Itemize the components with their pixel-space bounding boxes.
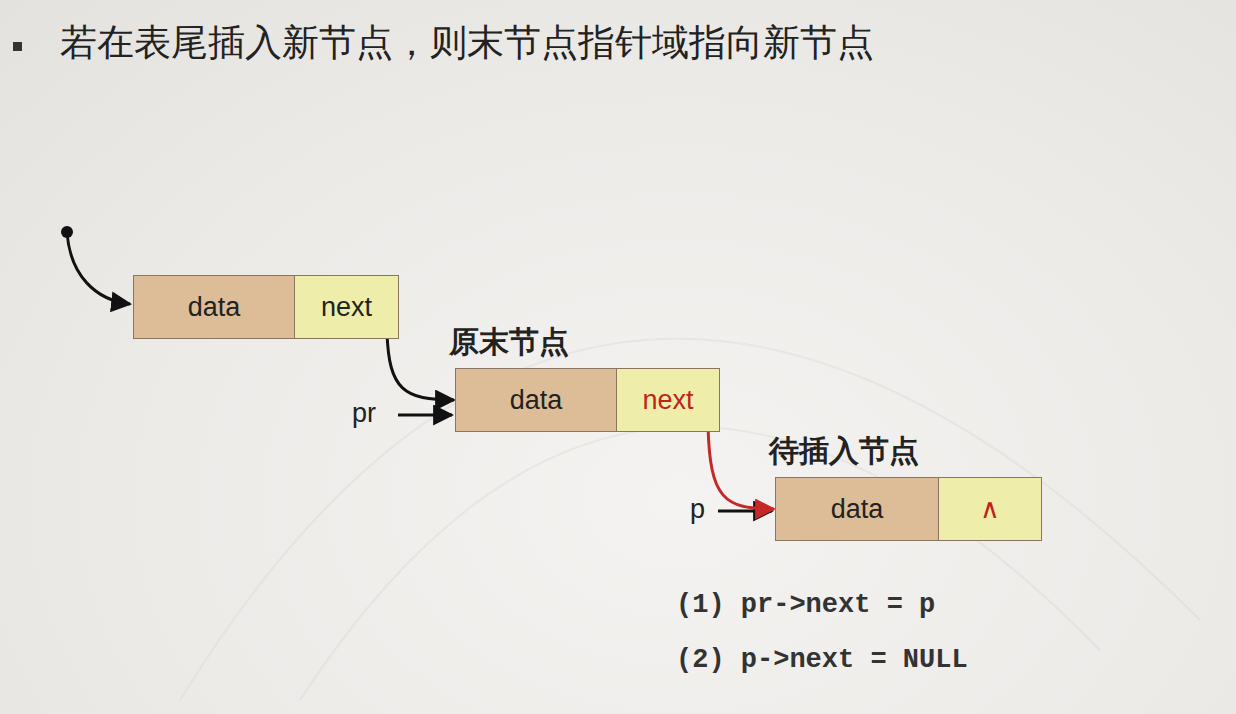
pointer-line (708, 426, 774, 509)
data-field: data (134, 276, 294, 338)
head-pointer (67, 232, 130, 304)
node-box: datanext (133, 275, 399, 339)
pointer-name: pr (352, 398, 376, 429)
bullet (13, 42, 22, 51)
node-heading: 原末节点 (449, 322, 569, 363)
pr-pointer (398, 414, 452, 417)
pointer-line (387, 333, 454, 400)
pointer-field: next (294, 276, 398, 338)
slide-title: 若在表尾插入新节点，则末节点指针域指向新节点 (60, 18, 874, 68)
list-node: datanext (133, 275, 399, 339)
list-node: data∧待插入节点 (775, 477, 1042, 541)
node-box: data∧ (775, 477, 1042, 541)
code-line: (1) pr->next = p (676, 590, 935, 620)
node-heading: 待插入节点 (769, 431, 919, 472)
pointer-field: ∧ (938, 478, 1041, 540)
node-box: datanext (455, 368, 720, 432)
pointer-arrow (702, 420, 774, 509)
code-line: (2) p->next = NULL (676, 645, 968, 675)
pointer-field: next (616, 369, 719, 431)
pointer-name: p (690, 494, 705, 525)
data-field: data (776, 478, 938, 540)
data-field: data (456, 369, 616, 431)
list-node: datanext原末节点 (455, 368, 720, 432)
